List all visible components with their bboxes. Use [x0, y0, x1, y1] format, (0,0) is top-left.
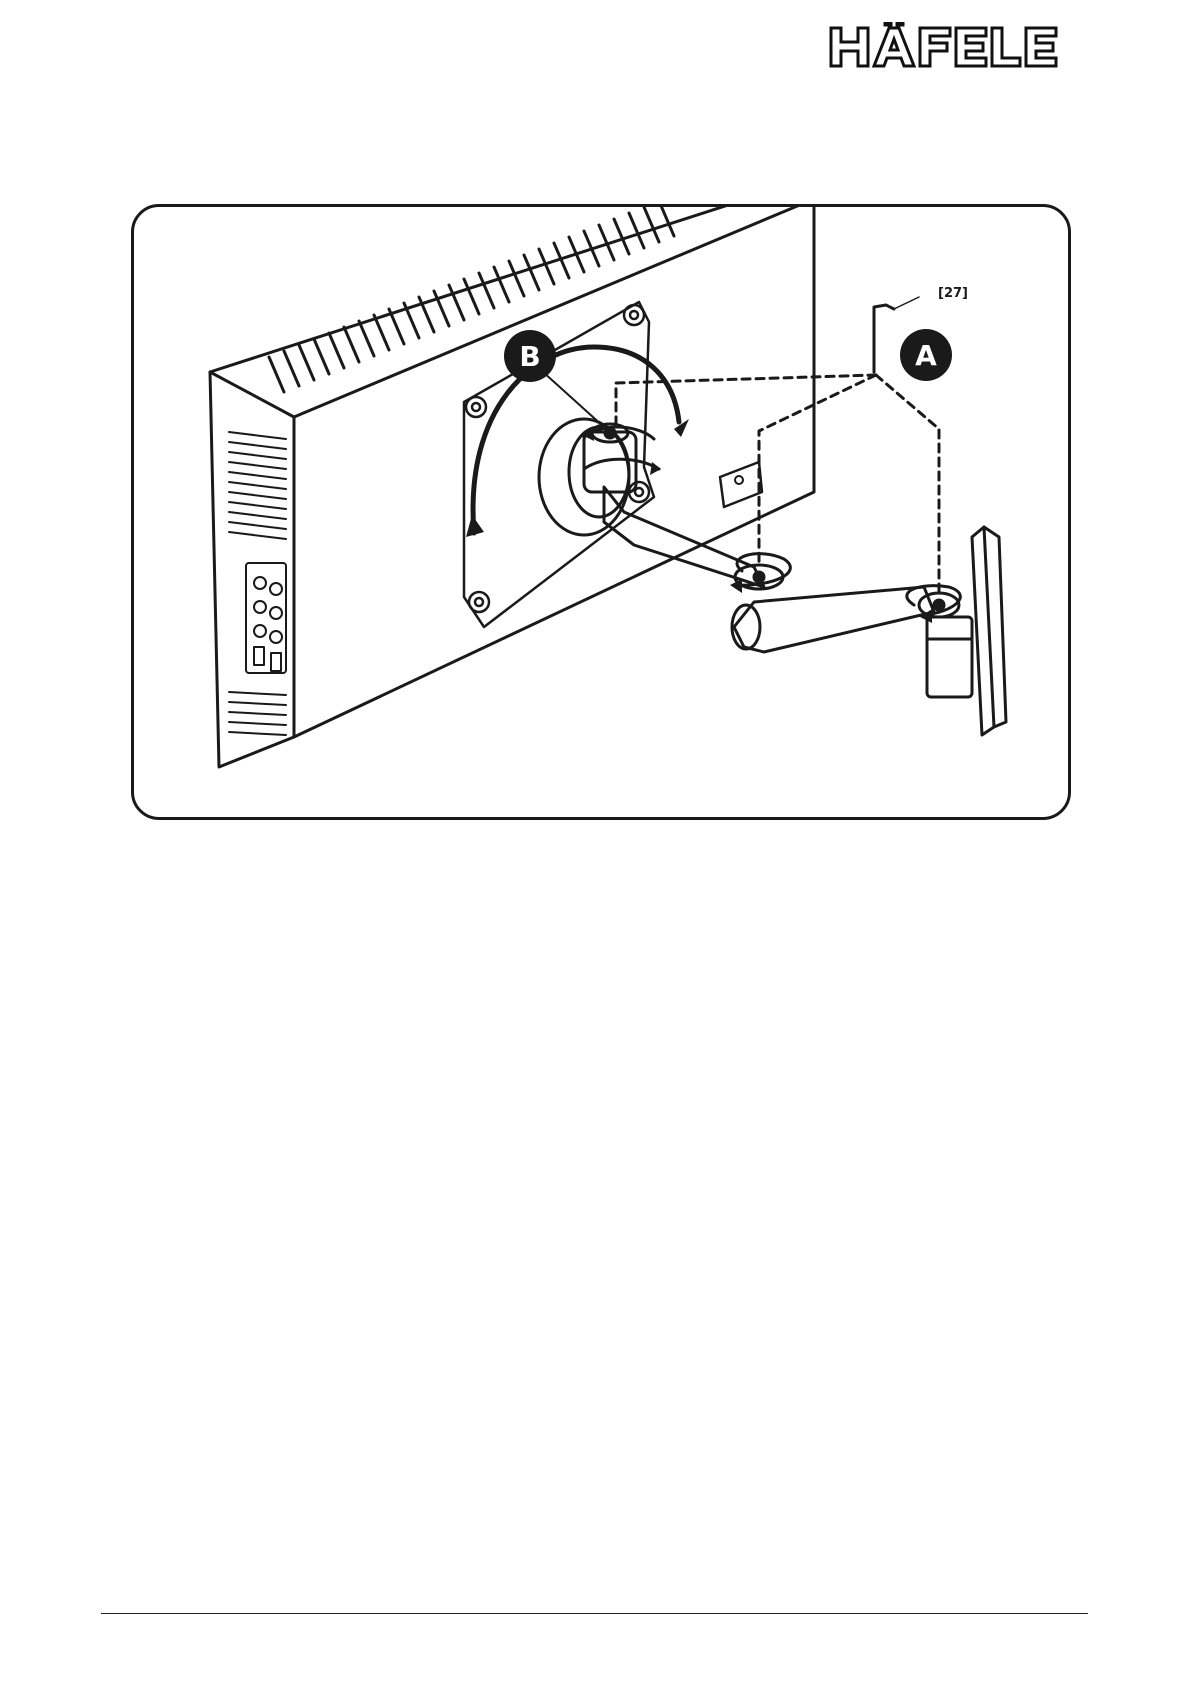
rotation-arrows	[473, 347, 960, 615]
callout-a: A	[900, 329, 952, 381]
assembly-illustration: A B [27]	[131, 204, 1071, 820]
monitor-arm-drawing: A B [27]	[134, 207, 1071, 820]
monitor-back-panel	[210, 207, 814, 767]
hafele-logo	[828, 22, 1090, 70]
footer-divider	[101, 1613, 1088, 1614]
callout-a-label: A	[915, 339, 937, 372]
guide-lines	[616, 375, 939, 592]
callout-b-label: B	[519, 340, 540, 373]
callout-b: B	[504, 330, 556, 382]
part-reference-label: [27]	[938, 286, 968, 301]
swing-arm	[604, 487, 959, 652]
